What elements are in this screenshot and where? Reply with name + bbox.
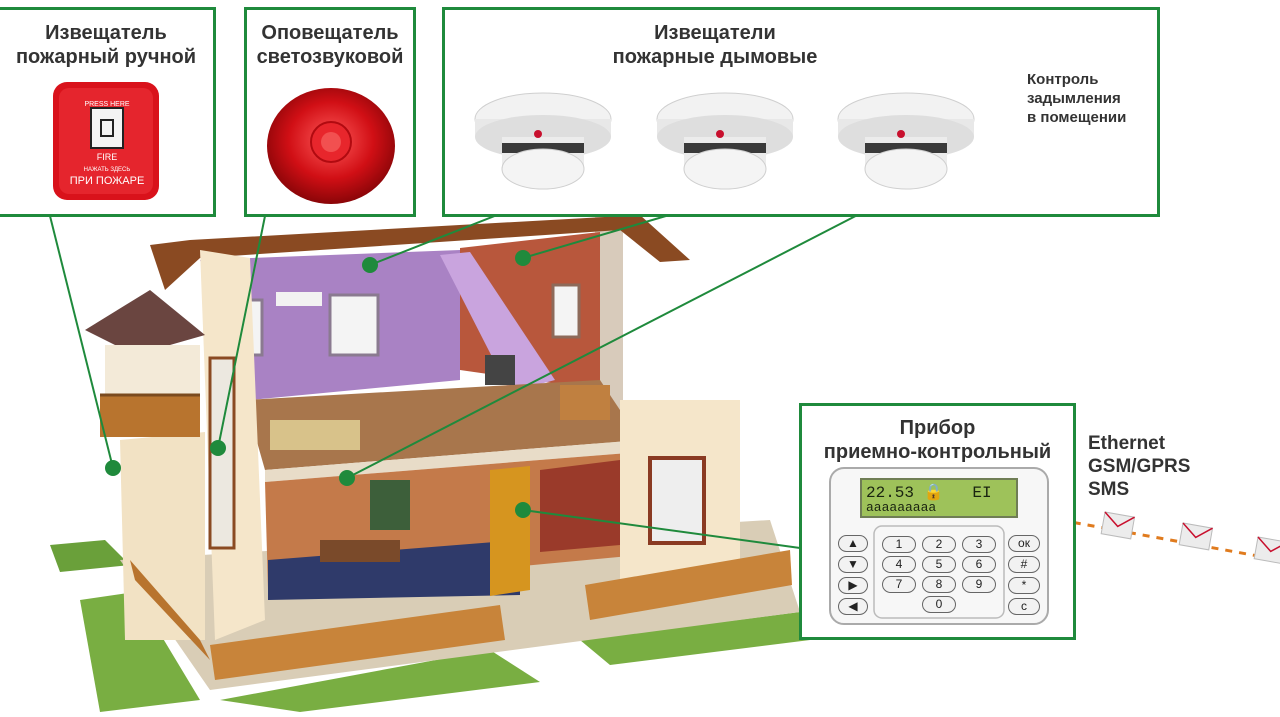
keypad-key-star[interactable]: *	[1008, 577, 1040, 594]
control-panel-title: Прибор приемно-контрольный	[823, 417, 1052, 464]
sounder-title: Оповещатель светозвуковой	[256, 22, 404, 69]
callout-line	[346, 205, 876, 479]
sounder-icon	[267, 88, 395, 204]
fence	[585, 550, 792, 620]
fence	[210, 605, 505, 680]
callout-line	[522, 509, 801, 549]
facade	[120, 432, 205, 640]
keypad-key-1[interactable]: 1	[882, 536, 916, 553]
device-label-hint: НАЖАТЬ ЗДЕСЬ	[84, 167, 131, 173]
callout-point	[210, 440, 226, 456]
lawn	[50, 540, 130, 572]
keypad-key-0[interactable]: 0	[922, 596, 956, 613]
keypad-key-5[interactable]: 5	[922, 556, 956, 573]
lcd-line-1: 22.53 🔒 EI	[866, 484, 992, 502]
keypad-key-3[interactable]: 3	[962, 536, 996, 553]
door	[490, 466, 530, 596]
sounder-box: Оповещатель светозвуковой	[244, 7, 416, 217]
lawn	[220, 650, 540, 712]
callout-line	[217, 215, 266, 449]
callout-point	[515, 502, 531, 518]
porch-roof	[85, 290, 205, 355]
keypad-key-6[interactable]: 6	[962, 556, 996, 573]
envelope-icon	[1253, 536, 1280, 565]
keypad-key-up[interactable]: ▲	[838, 535, 868, 552]
device-label-fire: FIRE	[97, 152, 118, 162]
smoke-detectors-box: Извещатели пожарные дымовые Контроль зад…	[442, 7, 1160, 217]
keypad-key-8[interactable]: 8	[922, 576, 956, 593]
callout-point	[105, 460, 121, 476]
keypad-key-hash[interactable]: #	[1008, 556, 1040, 573]
upper-floor-partition	[440, 252, 555, 392]
keypad-key-c[interactable]: c	[1008, 598, 1040, 615]
keypad-key-2[interactable]: 2	[922, 536, 956, 553]
keypad-key-9[interactable]: 9	[962, 576, 996, 593]
keypad-key-7[interactable]: 7	[882, 576, 916, 593]
lcd-line-2: ааааааааа	[866, 500, 937, 515]
device-label-top: PRESS HERE	[84, 101, 129, 108]
envelope-icon	[1100, 511, 1136, 540]
roof	[150, 215, 690, 290]
fence	[130, 560, 210, 660]
lawn	[80, 592, 200, 712]
manual-call-point-box: Извещатель пожарный ручной PRESS HERE FI…	[0, 7, 216, 217]
manual-call-point-icon: PRESS HERE FIRE НАЖАТЬ ЗДЕСЬ ПРИ ПОЖАРЕ	[53, 82, 159, 200]
channel-ethernet: Ethernet	[1088, 433, 1166, 454]
callout-line	[49, 215, 114, 469]
communication-channels: Ethernet GSM/GPRS SMS	[1088, 432, 1190, 502]
smoke-detector-icon	[837, 92, 975, 190]
smoke-detectors-note: Контроль задымления в помещении	[1027, 71, 1127, 126]
callout-point	[515, 250, 531, 266]
manual-call-point-title: Извещатель пожарный ручной	[15, 22, 197, 69]
keypad-key-4[interactable]: 4	[882, 556, 916, 573]
keypad-key-ok[interactable]: ок	[1008, 535, 1040, 552]
callout-point	[362, 257, 378, 273]
channel-sms: SMS	[1088, 479, 1130, 501]
keypad-key-right[interactable]: ▶	[838, 577, 868, 594]
smoke-detector-icon	[656, 92, 794, 190]
control-panel-lcd: 22.53 🔒 EI ааааааааа	[860, 478, 1018, 518]
envelope-icon	[1178, 522, 1214, 551]
smoke-detectors-title: Извещатели пожарные дымовые	[612, 22, 818, 69]
device-label-main: ПРИ ПОЖАРЕ	[70, 175, 145, 187]
channel-gsm: GSM/GPRS	[1088, 456, 1191, 478]
lawn	[580, 612, 810, 665]
keypad-key-down[interactable]: ▼	[838, 556, 868, 573]
smoke-detector-icon	[474, 92, 612, 190]
signal-dashes	[1059, 518, 1280, 562]
keypad-key-left[interactable]: ◀	[838, 598, 868, 615]
callout-point	[339, 470, 355, 486]
